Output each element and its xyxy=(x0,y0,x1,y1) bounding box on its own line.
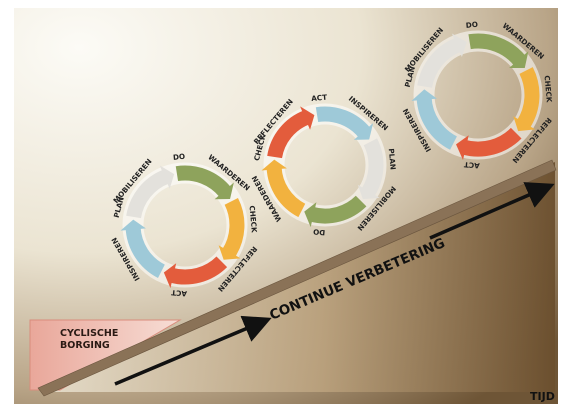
cycle-segment xyxy=(462,127,522,157)
cycle-label: DO xyxy=(465,20,478,30)
time-axis-label: TIJD xyxy=(530,390,555,403)
cycle-arrow-head xyxy=(261,159,287,171)
cycle-segment xyxy=(361,138,384,197)
cycle-label: ACT xyxy=(171,288,188,298)
cyclische-borging-label: CYCLISCHE BORGING xyxy=(60,328,122,351)
cycle-arrow-head xyxy=(451,33,467,58)
cycle-arrow-head xyxy=(411,89,437,101)
cycle-arrow-head xyxy=(304,202,317,228)
cycle-segment xyxy=(175,165,232,198)
cycle-segment xyxy=(169,256,228,285)
cycle-segment xyxy=(222,197,245,258)
cycle-arrow-head xyxy=(218,245,241,260)
cyclische-borging-block xyxy=(29,319,182,391)
cycle-segment xyxy=(267,110,310,159)
cycle-arrow-head xyxy=(214,182,234,200)
cycle-segment xyxy=(125,226,166,278)
cycle-arrow-head xyxy=(513,116,536,132)
cycle-segment xyxy=(468,33,526,66)
cycle-segment xyxy=(266,166,306,218)
cycle-segment xyxy=(417,37,462,89)
cycle-label: ACT xyxy=(311,93,328,103)
cycle-arrow-head xyxy=(120,219,146,231)
cycle-arrow-head xyxy=(163,263,177,289)
cycle-label: DO xyxy=(313,227,326,237)
cycle-arrow-head xyxy=(159,165,175,189)
cycle-label: ACT xyxy=(464,160,481,170)
cycle-arrow-head xyxy=(357,184,380,200)
cycle-segment xyxy=(416,97,458,150)
cycle-arrow-head xyxy=(353,123,374,140)
cycle-arrow-head xyxy=(300,106,315,130)
cycle-arrow-head xyxy=(456,135,469,161)
cycle-segment xyxy=(516,67,540,129)
cycle-label: CHECK xyxy=(248,205,259,233)
lower-arrow xyxy=(114,315,272,386)
upper-arrow xyxy=(429,182,555,240)
cycle-label: CHECK xyxy=(543,75,554,103)
cycle-segment xyxy=(126,169,170,219)
cycle-segment xyxy=(309,195,367,224)
cycle-arrow-head xyxy=(509,51,529,68)
improvement-ramp xyxy=(37,159,557,397)
cycle-label: PLAN xyxy=(387,148,398,170)
cycle-segment xyxy=(315,106,371,138)
cycle-label: DO xyxy=(173,152,186,162)
